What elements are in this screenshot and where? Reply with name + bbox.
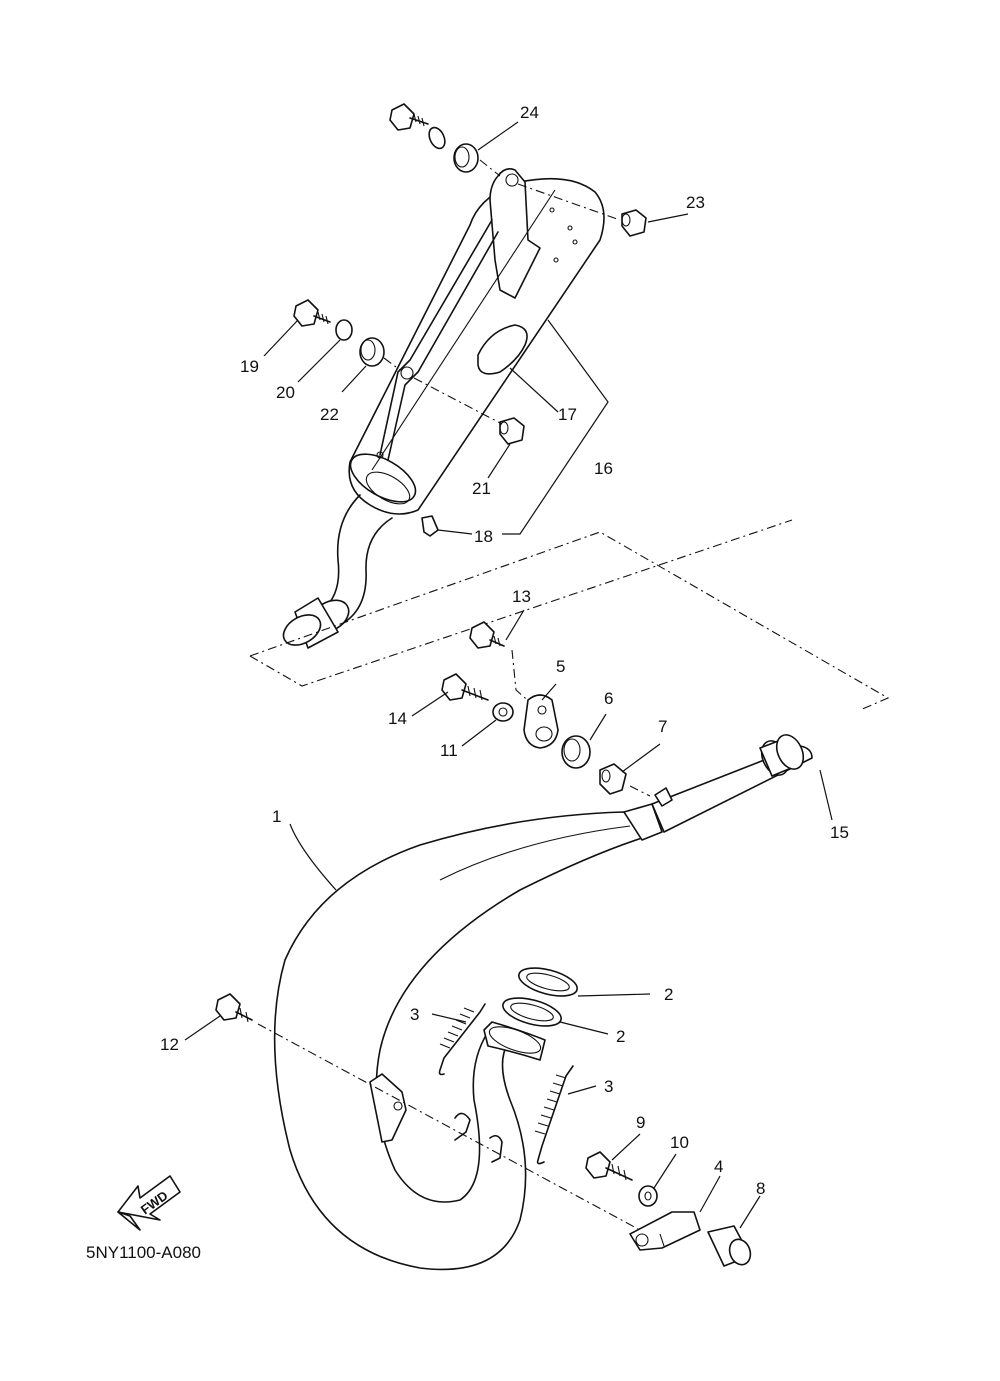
callout-18: 18	[474, 527, 493, 546]
muffler-top-hardware	[389, 103, 647, 237]
springs	[438, 1003, 574, 1165]
callout-14: 14	[388, 709, 407, 728]
callout-5: 5	[556, 657, 565, 676]
callout-3-right: 3	[604, 1077, 613, 1096]
callout-17: 17	[558, 405, 577, 424]
exhaust-mid-hardware	[441, 621, 651, 797]
exhaust-lower-hardware	[215, 993, 752, 1267]
callout-12: 12	[160, 1035, 179, 1054]
callout-2-lower: 2	[616, 1027, 625, 1046]
callout-24: 24	[520, 103, 539, 122]
fwd-arrow: FWD	[117, 1175, 181, 1231]
leader-lines	[184, 121, 833, 1229]
callout-23: 23	[686, 193, 705, 212]
callout-15: 15	[830, 823, 849, 842]
callout-19: 19	[240, 357, 259, 376]
callout-20: 20	[276, 383, 295, 402]
diagram-code: 5NY1100-A080	[86, 1243, 201, 1262]
callout-21: 21	[472, 479, 491, 498]
callout-8: 8	[756, 1179, 765, 1198]
callout-10: 10	[670, 1133, 689, 1152]
callout-11: 11	[440, 741, 458, 760]
callout-16: 16	[594, 459, 613, 478]
muffler-assembly	[282, 168, 605, 649]
muffler-mid-hardware	[293, 299, 525, 445]
callout-4: 4	[714, 1157, 723, 1176]
callout-9: 9	[636, 1113, 645, 1132]
callout-6: 6	[604, 689, 613, 708]
callout-7: 7	[658, 717, 667, 736]
gasket-rings	[502, 967, 578, 1027]
callout-1: 1	[272, 807, 281, 826]
exhaust-pipe	[273, 734, 813, 1271]
callout-2-upper: 2	[664, 985, 673, 1004]
callout-labels: 1 2 2 3 3 4 5 6 7 8 9 10 11 12 13 14 15 …	[160, 103, 849, 1198]
callout-22: 22	[320, 405, 339, 424]
callout-13: 13	[512, 587, 531, 606]
callout-3-left: 3	[410, 1005, 419, 1024]
